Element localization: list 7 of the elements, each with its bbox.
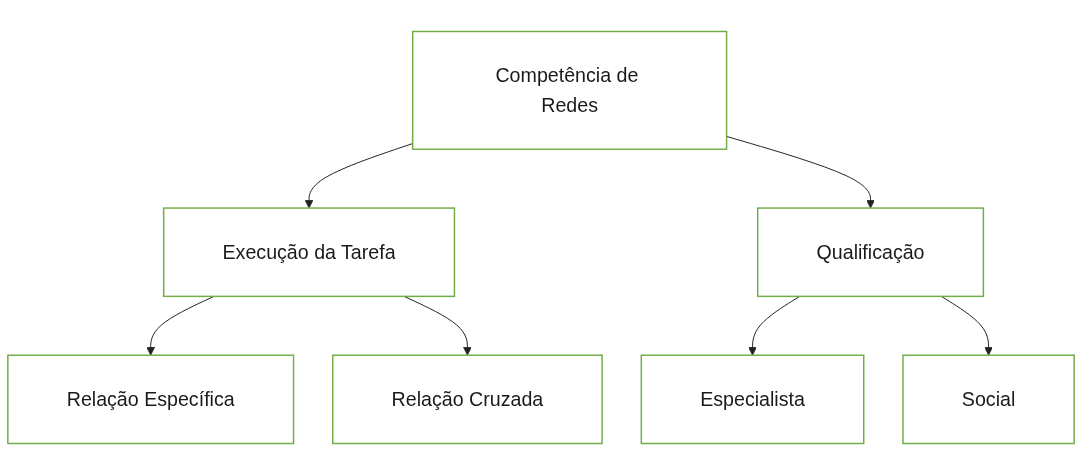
node-box: Execução da Tarefa (162, 207, 456, 298)
node-box: Especialista (640, 354, 865, 445)
node-box: Qualificação (756, 207, 985, 298)
node-box: Social (902, 354, 1075, 445)
node-box: Relação Cruzada (332, 354, 603, 445)
node-box: Relação Específica (7, 354, 295, 445)
node-box: Competência de Redes (411, 30, 728, 150)
